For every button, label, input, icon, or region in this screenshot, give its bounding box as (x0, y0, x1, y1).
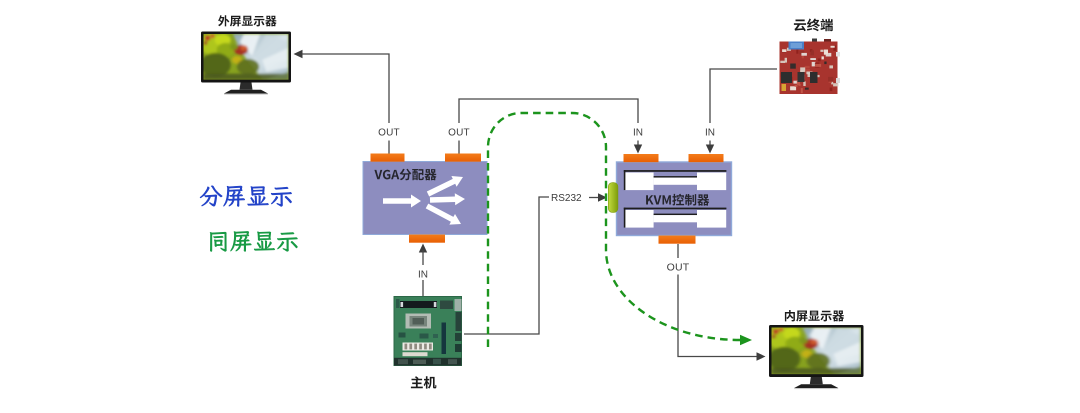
svg-text:RS232: RS232 (551, 193, 582, 204)
svg-text:IN: IN (633, 128, 643, 139)
svg-text:OUT: OUT (667, 262, 690, 274)
svg-text:IN: IN (705, 128, 715, 139)
svg-text:OUT: OUT (378, 128, 400, 139)
svg-text:IN: IN (418, 270, 428, 281)
svg-text:OUT: OUT (448, 128, 470, 139)
